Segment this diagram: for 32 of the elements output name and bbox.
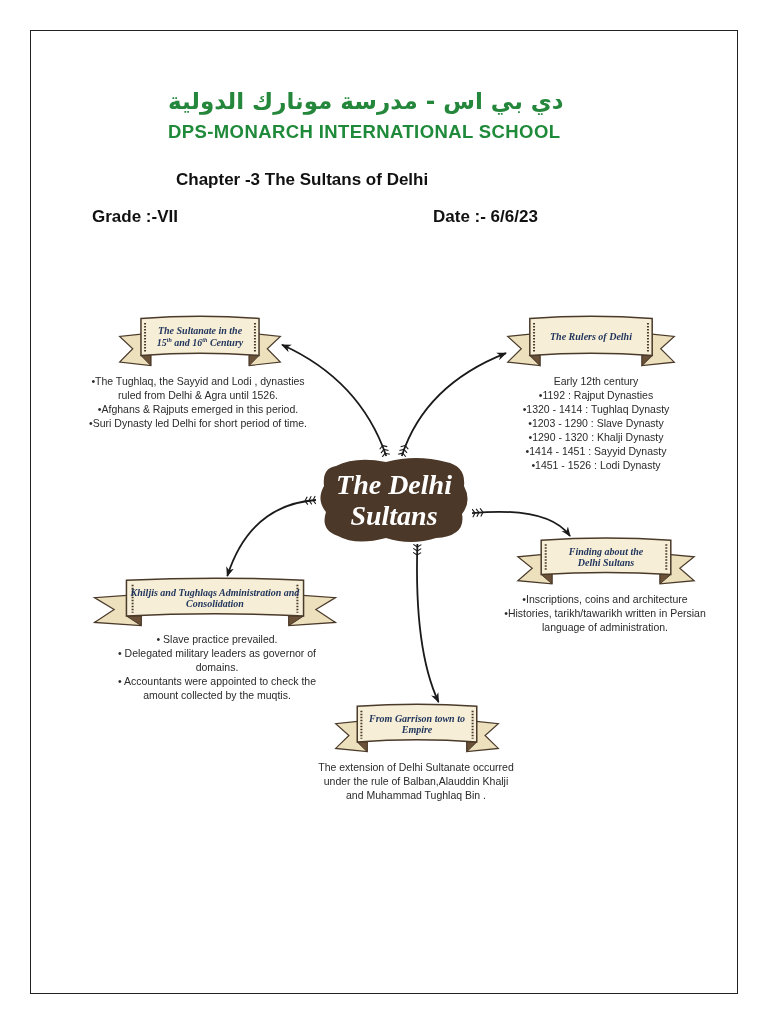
note-text: The extension of Delhi Sultanate occurred under the rule of Balban,Alauddin Khalji and Muhammad Tughlaq Bin . xyxy=(317,760,515,803)
note-text: •1451 - 1526 : Lodi Dynasty xyxy=(531,458,661,473)
banner-title: The Rulers of Delhi xyxy=(550,331,632,343)
header-info: Grade :-VII xyxy=(92,207,178,227)
banner-title: Khiljis and Tughlaqs Administration and Consolidation xyxy=(130,586,300,610)
note-text: •Suri Dynasty led Delhi for short period of time. xyxy=(89,416,307,431)
note-text: •Afghans & Rajputs emerged in this period. xyxy=(97,402,299,417)
note-text: •1414 - 1451 : Sayyid Dynasty xyxy=(525,444,667,459)
note-text: •Histories, tarikh/tawarikh written in Persian language of administration. xyxy=(503,606,707,635)
note-text: • Slave practice prevailed. xyxy=(156,632,278,647)
school-name-arabic: دي بي اس - مدرسة مونارك الدولية xyxy=(168,88,564,114)
arrow xyxy=(281,343,391,458)
banner-title: From Garrison town to Empire xyxy=(368,712,466,736)
note-text: •1290 - 1320 : Khalji Dynasty xyxy=(528,430,664,445)
school-name: DPS-MONARCH INTERNATIONAL SCHOOL xyxy=(168,121,561,143)
arrow xyxy=(412,543,440,703)
arrow xyxy=(397,352,507,458)
banner-title: Finding about the Delhi Sultans xyxy=(567,545,645,569)
arrow xyxy=(471,508,571,537)
note-text: •1192 : Rajput Dynasties xyxy=(538,388,654,403)
banner-title: The Sultanate in the 15$^{th}$ and 16$^{th}$ Century xyxy=(155,325,245,349)
page-title: Chapter -3 The Sultans of Delhi xyxy=(176,170,429,190)
arrow xyxy=(226,495,317,577)
note-text: •The Tughlaq, the Sayyid and Lodi , dynasties ruled from Delhi & Agra until 1526. xyxy=(90,374,306,403)
header-info: Date :- 6/6/23 xyxy=(433,207,538,227)
topic-title: The Delhi Sultans xyxy=(335,468,453,532)
note-text: •1320 - 1414 : Tughlaq Dynasty xyxy=(522,402,670,417)
note-text: Early 12th century xyxy=(553,374,639,389)
note-text: •1203 - 1290 : Slave Dynasty xyxy=(528,416,664,431)
note-text: • Delegated military leaders as governor of domains. xyxy=(117,646,317,675)
note-text: •Inscriptions, coins and architecture xyxy=(522,592,688,607)
note-text: • Accountants were appointed to check the amount collected by the muqtis. xyxy=(116,674,318,703)
